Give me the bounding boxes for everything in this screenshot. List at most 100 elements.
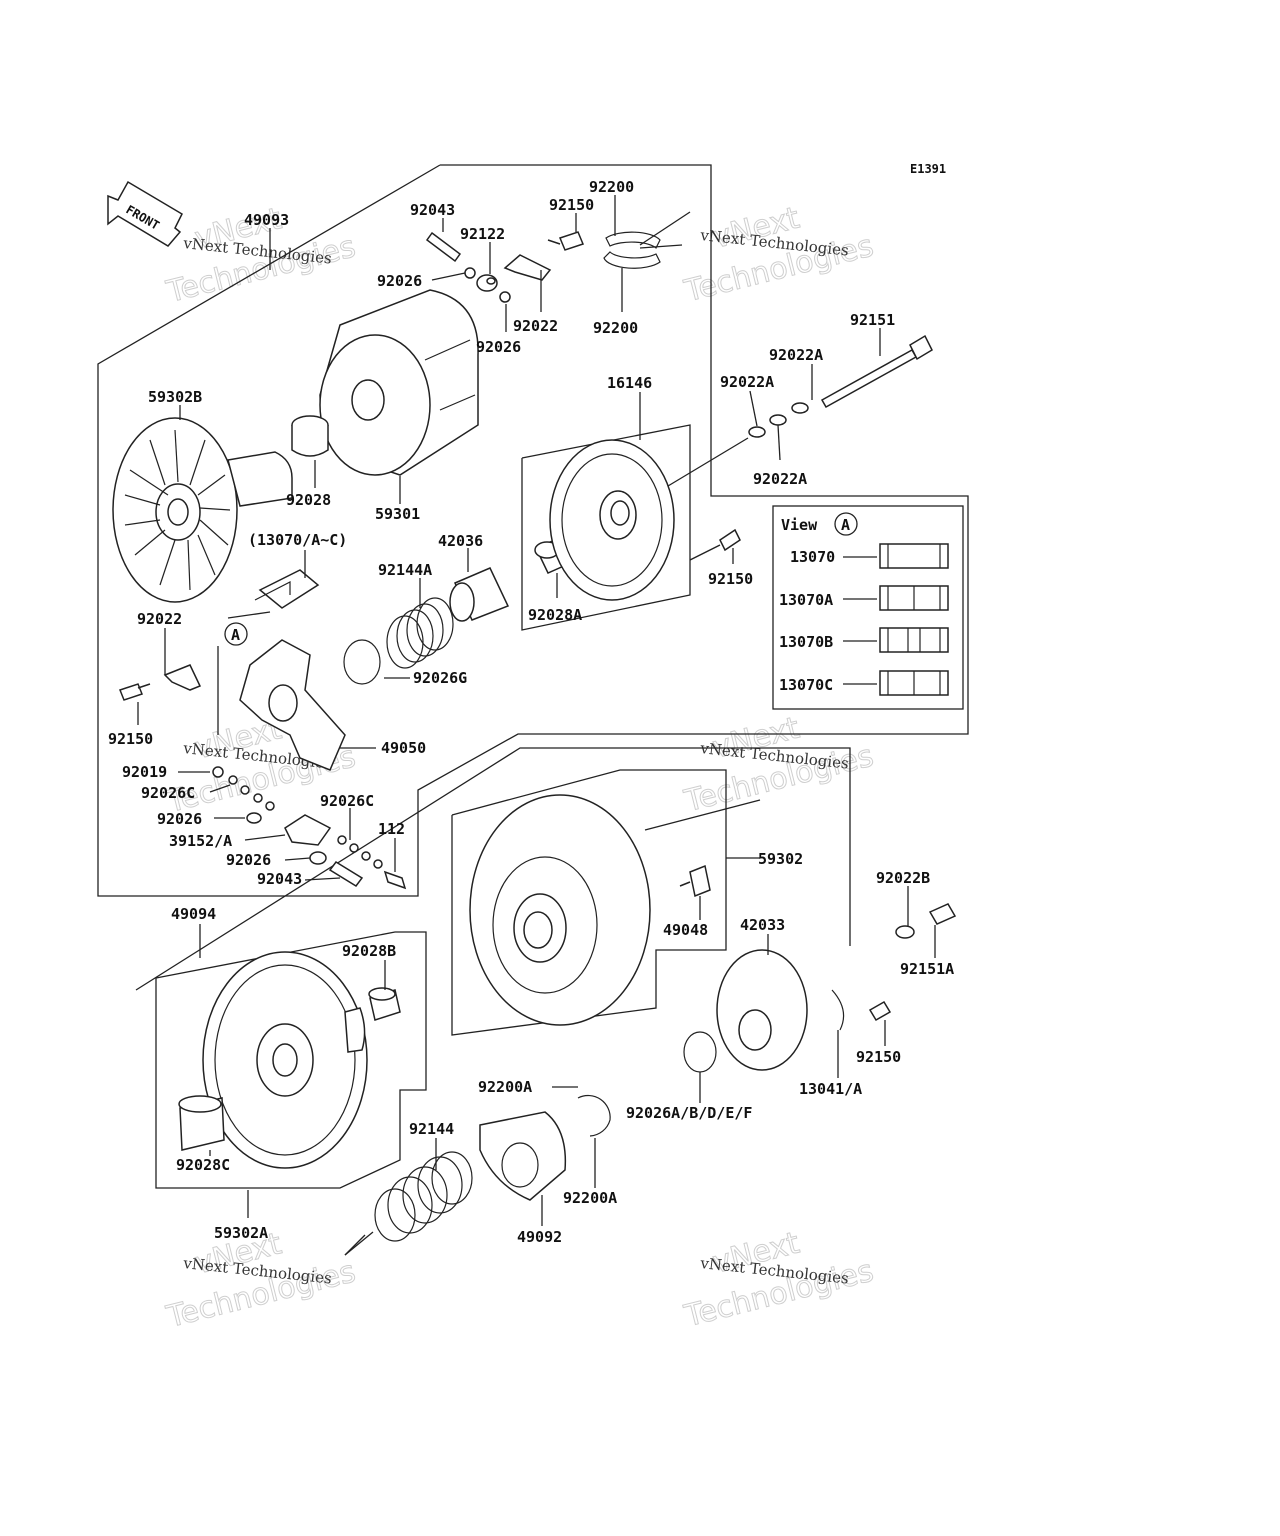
ring-92026A-drawing [683,1031,717,1073]
washer-92022A-a [748,426,766,438]
part-label-92022B: 92022B [876,869,930,887]
part-label-92026ABDEF: 92026A/B/D/E/F [626,1104,752,1122]
part-label-16146: 16146 [607,374,652,392]
washer-92026C-l1 [228,775,238,785]
view-a-item-13070A: 13070A [779,591,833,609]
part-label-92151: 92151 [850,311,895,329]
part-label-92028B: 92028B [342,942,396,960]
part-label-59302: 59302 [758,850,803,868]
bushing-92028B-drawing [368,987,401,1021]
part-label-92022: 92022 [513,317,558,335]
part-label-49048: 49048 [663,921,708,939]
part-label-92200: 92200 [593,319,638,337]
washer-92026C-r1 [337,835,347,845]
sheave-59302B-drawing [112,417,293,603]
part-label-92028A: 92028A [528,606,582,624]
part-label-49092: 49092 [517,1228,562,1246]
collar-42036-drawing [449,567,510,622]
ring-13041-drawing [831,989,845,1031]
ring-92200-top [605,231,661,249]
bolt-92150-left [119,683,151,701]
part-label-92151A: 92151A [900,960,954,978]
view-a-item-13070C: 13070C [779,676,833,694]
view-a-item-13070B: 13070B [779,633,833,651]
part-label-92150: 92150 [856,1048,901,1066]
part-label-49094: 49094 [171,905,216,923]
bolt-112 [383,870,407,890]
washer-92026-a [464,267,476,279]
shaft-line [667,437,749,487]
part-label-92122: 92122 [460,225,505,243]
ramp-49092-drawing [479,1111,567,1201]
part-label-42036: 42036 [438,532,483,550]
washer-92026C-r2 [349,843,359,853]
washer-92026-l [246,812,262,824]
driven-face-outline [451,769,727,1036]
part-label-92028C: 92028C [176,1156,230,1174]
washer-92026C-l3 [253,793,263,803]
cover-59301-drawing [319,289,479,476]
part-label-92200A: 92200A [563,1189,617,1207]
bracket-92022-top [503,254,552,281]
part-label-92019: 92019 [122,763,167,781]
clip-92200A-drawing [577,1094,611,1137]
part-label-92026: 92026 [377,272,422,290]
pin-92043-drawing [425,231,462,263]
view-a-marker-circle [834,512,858,536]
leader-lines [137,195,936,1256]
bolt-92151-drawing [820,334,933,409]
part-label-42033: 42033 [740,916,785,934]
face-16146-drawing [549,439,675,601]
washer-92022B [895,925,915,939]
part-label-92150: 92150 [549,196,594,214]
bolt-92150-r [868,1000,892,1022]
callout-a-letter: A [231,626,240,644]
part-label-92043: 92043 [410,201,455,219]
slider-variant-13070A [879,585,949,611]
washer-92026C-r3 [361,851,371,861]
front-arrow-icon: FRONT [107,180,183,247]
part-label-92026G: 92026G [413,669,467,687]
part-label-92150: 92150 [108,730,153,748]
primary-pulley-outline [521,424,691,631]
sheave-59302A-drawing [202,951,368,1169]
washer-92019 [212,766,224,778]
washer-92026-l2 [309,851,327,865]
weight-39152-drawing [284,814,332,846]
callout-a: A [224,622,248,646]
part-label-92150: 92150 [708,570,753,588]
part-label-92026: 92026 [476,338,521,356]
part-label-92026: 92026 [157,810,202,828]
part-label-92043: 92043 [257,870,302,888]
washer-92026C-l4 [265,801,275,811]
view-a-item-13070: 13070 [790,548,835,566]
view-a-box [772,505,964,710]
part-label-59302B: 59302B [148,388,202,406]
bushing-92028C-drawing [178,1095,225,1151]
part-label-92022: 92022 [137,610,182,628]
washer-92022A-c [791,402,809,414]
part-label-13070-range: (13070/A~C) [248,531,347,549]
bushing-92028-drawing [291,415,329,457]
bolt-92151A [928,903,957,925]
slider-variant-13070C [879,670,949,696]
part-label-92026: 92026 [226,851,271,869]
slider-variant-13070B [879,627,949,653]
ring-92200-bot [603,251,661,269]
slider-variant-13070 [879,543,949,569]
spider-49050-drawing [239,639,346,771]
bolt-92150-top [547,231,585,251]
part-label-39152: 39152/A [169,832,232,850]
part-label-92200A: 92200A [478,1078,532,1096]
part-label-92200: 92200 [589,178,634,196]
washer-92026C-r4 [373,859,383,869]
pin-92043-l [328,861,364,887]
washer-92026-b [499,291,511,303]
roller-92122-drawing [476,274,498,292]
part-label-92028: 92028 [286,491,331,509]
part-labels: 49093 92043 92122 92150 92200 92026 9202… [108,178,954,1246]
part-label-92144A: 92144A [378,561,432,579]
lower-assembly-outline [135,747,851,991]
part-label-49093: 49093 [244,211,289,229]
